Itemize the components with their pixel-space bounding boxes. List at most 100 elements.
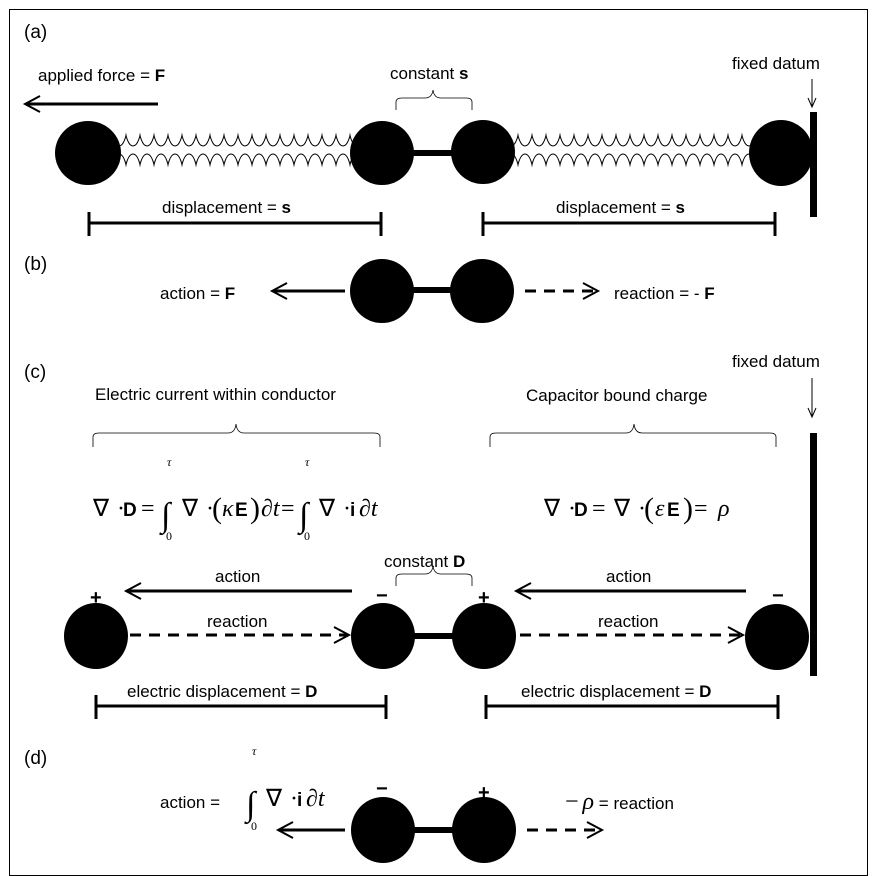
- plus-sign-d: +: [478, 782, 490, 804]
- svg-text:E: E: [667, 500, 680, 521]
- ball-c-4: [745, 604, 809, 670]
- svg-text:·: ·: [568, 496, 576, 522]
- reaction-label-d: −ρ = reaction: [565, 789, 674, 815]
- svg-text:∂t: ∂t: [306, 786, 326, 812]
- action-label-c-left: action: [215, 567, 260, 586]
- ball-d-1: [351, 797, 415, 863]
- svg-text:0: 0: [166, 529, 172, 543]
- ball-c-2: [351, 603, 415, 669]
- svg-text:=: =: [281, 496, 295, 522]
- action-label-b: action = F: [160, 284, 235, 303]
- equation-current-integral-d: τ ∫ 0 ∇ · i ∂t: [244, 744, 326, 833]
- reaction-label-b: reaction = - F: [614, 284, 715, 303]
- displacement-bar-a-left: [87, 212, 383, 236]
- svg-text:E: E: [235, 500, 248, 521]
- svg-text:D: D: [574, 500, 588, 521]
- svg-text:i: i: [350, 500, 355, 521]
- fixed-datum-label-c: fixed datum: [732, 352, 820, 371]
- svg-text:∇: ∇: [265, 786, 283, 812]
- action-label-d: action =: [160, 793, 220, 812]
- ball-c-1: [64, 603, 128, 669]
- svg-text:∂t: ∂t: [261, 496, 281, 522]
- ball-b-1: [350, 259, 414, 323]
- displacement-bar-a-right: [481, 212, 777, 236]
- ball-d-2: [452, 797, 516, 863]
- elec-displacement-bar-right: [484, 695, 780, 719]
- svg-text:∫: ∫: [159, 497, 173, 536]
- svg-text:0: 0: [304, 529, 310, 543]
- plus-sign-c-3: +: [478, 587, 490, 609]
- panel-a-label: (a): [24, 22, 47, 43]
- svg-text:ρ: ρ: [717, 496, 730, 522]
- reaction-arrow-b: [525, 282, 601, 300]
- equation-gauss-bound-charge: ∇ · D = ∇ · ( ε E ) = ρ: [543, 492, 730, 525]
- reaction-arrow-c-right: [520, 626, 746, 644]
- svg-text:∂t: ∂t: [359, 496, 379, 522]
- conductor-brace: [92, 423, 381, 447]
- conductor-title: Electric current within conductor: [95, 385, 336, 404]
- fixed-datum-pointer-a: [807, 79, 817, 109]
- svg-text:=: =: [694, 496, 708, 522]
- action-arrow-d: [275, 821, 345, 839]
- svg-text:D: D: [123, 500, 137, 521]
- applied-force-arrow: [22, 95, 158, 113]
- svg-text:0: 0: [251, 819, 257, 833]
- displacement-label-a-right: displacement = s: [556, 198, 685, 217]
- minus-sign-c-2: −: [376, 585, 388, 607]
- ball-a-1: [55, 121, 121, 185]
- svg-text:∇: ∇: [613, 496, 631, 522]
- svg-text:κ: κ: [222, 496, 234, 522]
- fixed-datum-wall-c: [810, 433, 817, 676]
- svg-text:∫: ∫: [244, 786, 258, 825]
- svg-text:∫: ∫: [297, 497, 311, 536]
- svg-text:∇: ∇: [543, 496, 561, 522]
- capacitor-brace: [489, 423, 777, 447]
- displacement-label-a-left: displacement = s: [162, 198, 291, 217]
- ball-b-2: [450, 259, 514, 323]
- panel-b-label: (b): [24, 254, 47, 275]
- constant-s-label: constant s: [390, 64, 468, 83]
- svg-text:): ): [683, 492, 693, 525]
- reaction-arrow-c-left: [130, 626, 352, 644]
- svg-text:∇: ∇: [181, 496, 199, 522]
- svg-text:): ): [250, 492, 260, 525]
- minus-sign-c-4: −: [772, 585, 784, 607]
- ball-a-2: [350, 121, 414, 185]
- svg-text:i: i: [297, 790, 302, 811]
- capacitor-title: Capacitor bound charge: [526, 386, 707, 405]
- elec-displacement-bar-left: [94, 695, 388, 719]
- svg-text:·: ·: [290, 786, 298, 812]
- reaction-label-c-right: reaction: [598, 612, 658, 631]
- ball-c-3: [452, 603, 516, 669]
- fixed-datum-wall-a: [810, 112, 817, 217]
- svg-text:(: (: [212, 492, 222, 525]
- action-arrow-c-right: [513, 582, 746, 600]
- plus-sign-c-1: +: [90, 587, 102, 609]
- equation-gauss-current: ∇ · D = τ ∫ 0 ∇ · ( κ E ) ∂t = τ ∫ 0 ∇ ·…: [92, 455, 379, 543]
- elec-displacement-label-left: electric displacement = D: [127, 682, 317, 701]
- action-label-c-right: action: [606, 567, 651, 586]
- spring-left: [115, 129, 355, 179]
- action-arrow-b: [269, 282, 345, 300]
- svg-text:τ: τ: [167, 455, 172, 469]
- svg-text:·: ·: [343, 496, 351, 522]
- svg-text:·: ·: [117, 496, 125, 522]
- constant-d-brace: [395, 565, 473, 586]
- constant-s-brace: [395, 89, 473, 110]
- fixed-datum-pointer-c: [807, 378, 817, 419]
- applied-force-label: applied force = F: [38, 66, 165, 85]
- svg-text:τ: τ: [305, 455, 310, 469]
- svg-text:∇: ∇: [92, 496, 110, 522]
- constant-d-label: constant D: [384, 552, 465, 571]
- svg-text:ε: ε: [655, 496, 665, 522]
- fixed-datum-label-a: fixed datum: [732, 54, 820, 73]
- svg-text:·: ·: [638, 496, 646, 522]
- svg-text:τ: τ: [252, 744, 257, 758]
- spring-right: [510, 129, 756, 179]
- svg-text:∇: ∇: [318, 496, 336, 522]
- reaction-label-c-left: reaction: [207, 612, 267, 631]
- ball-a-4: [749, 120, 813, 186]
- svg-text:(: (: [644, 492, 654, 525]
